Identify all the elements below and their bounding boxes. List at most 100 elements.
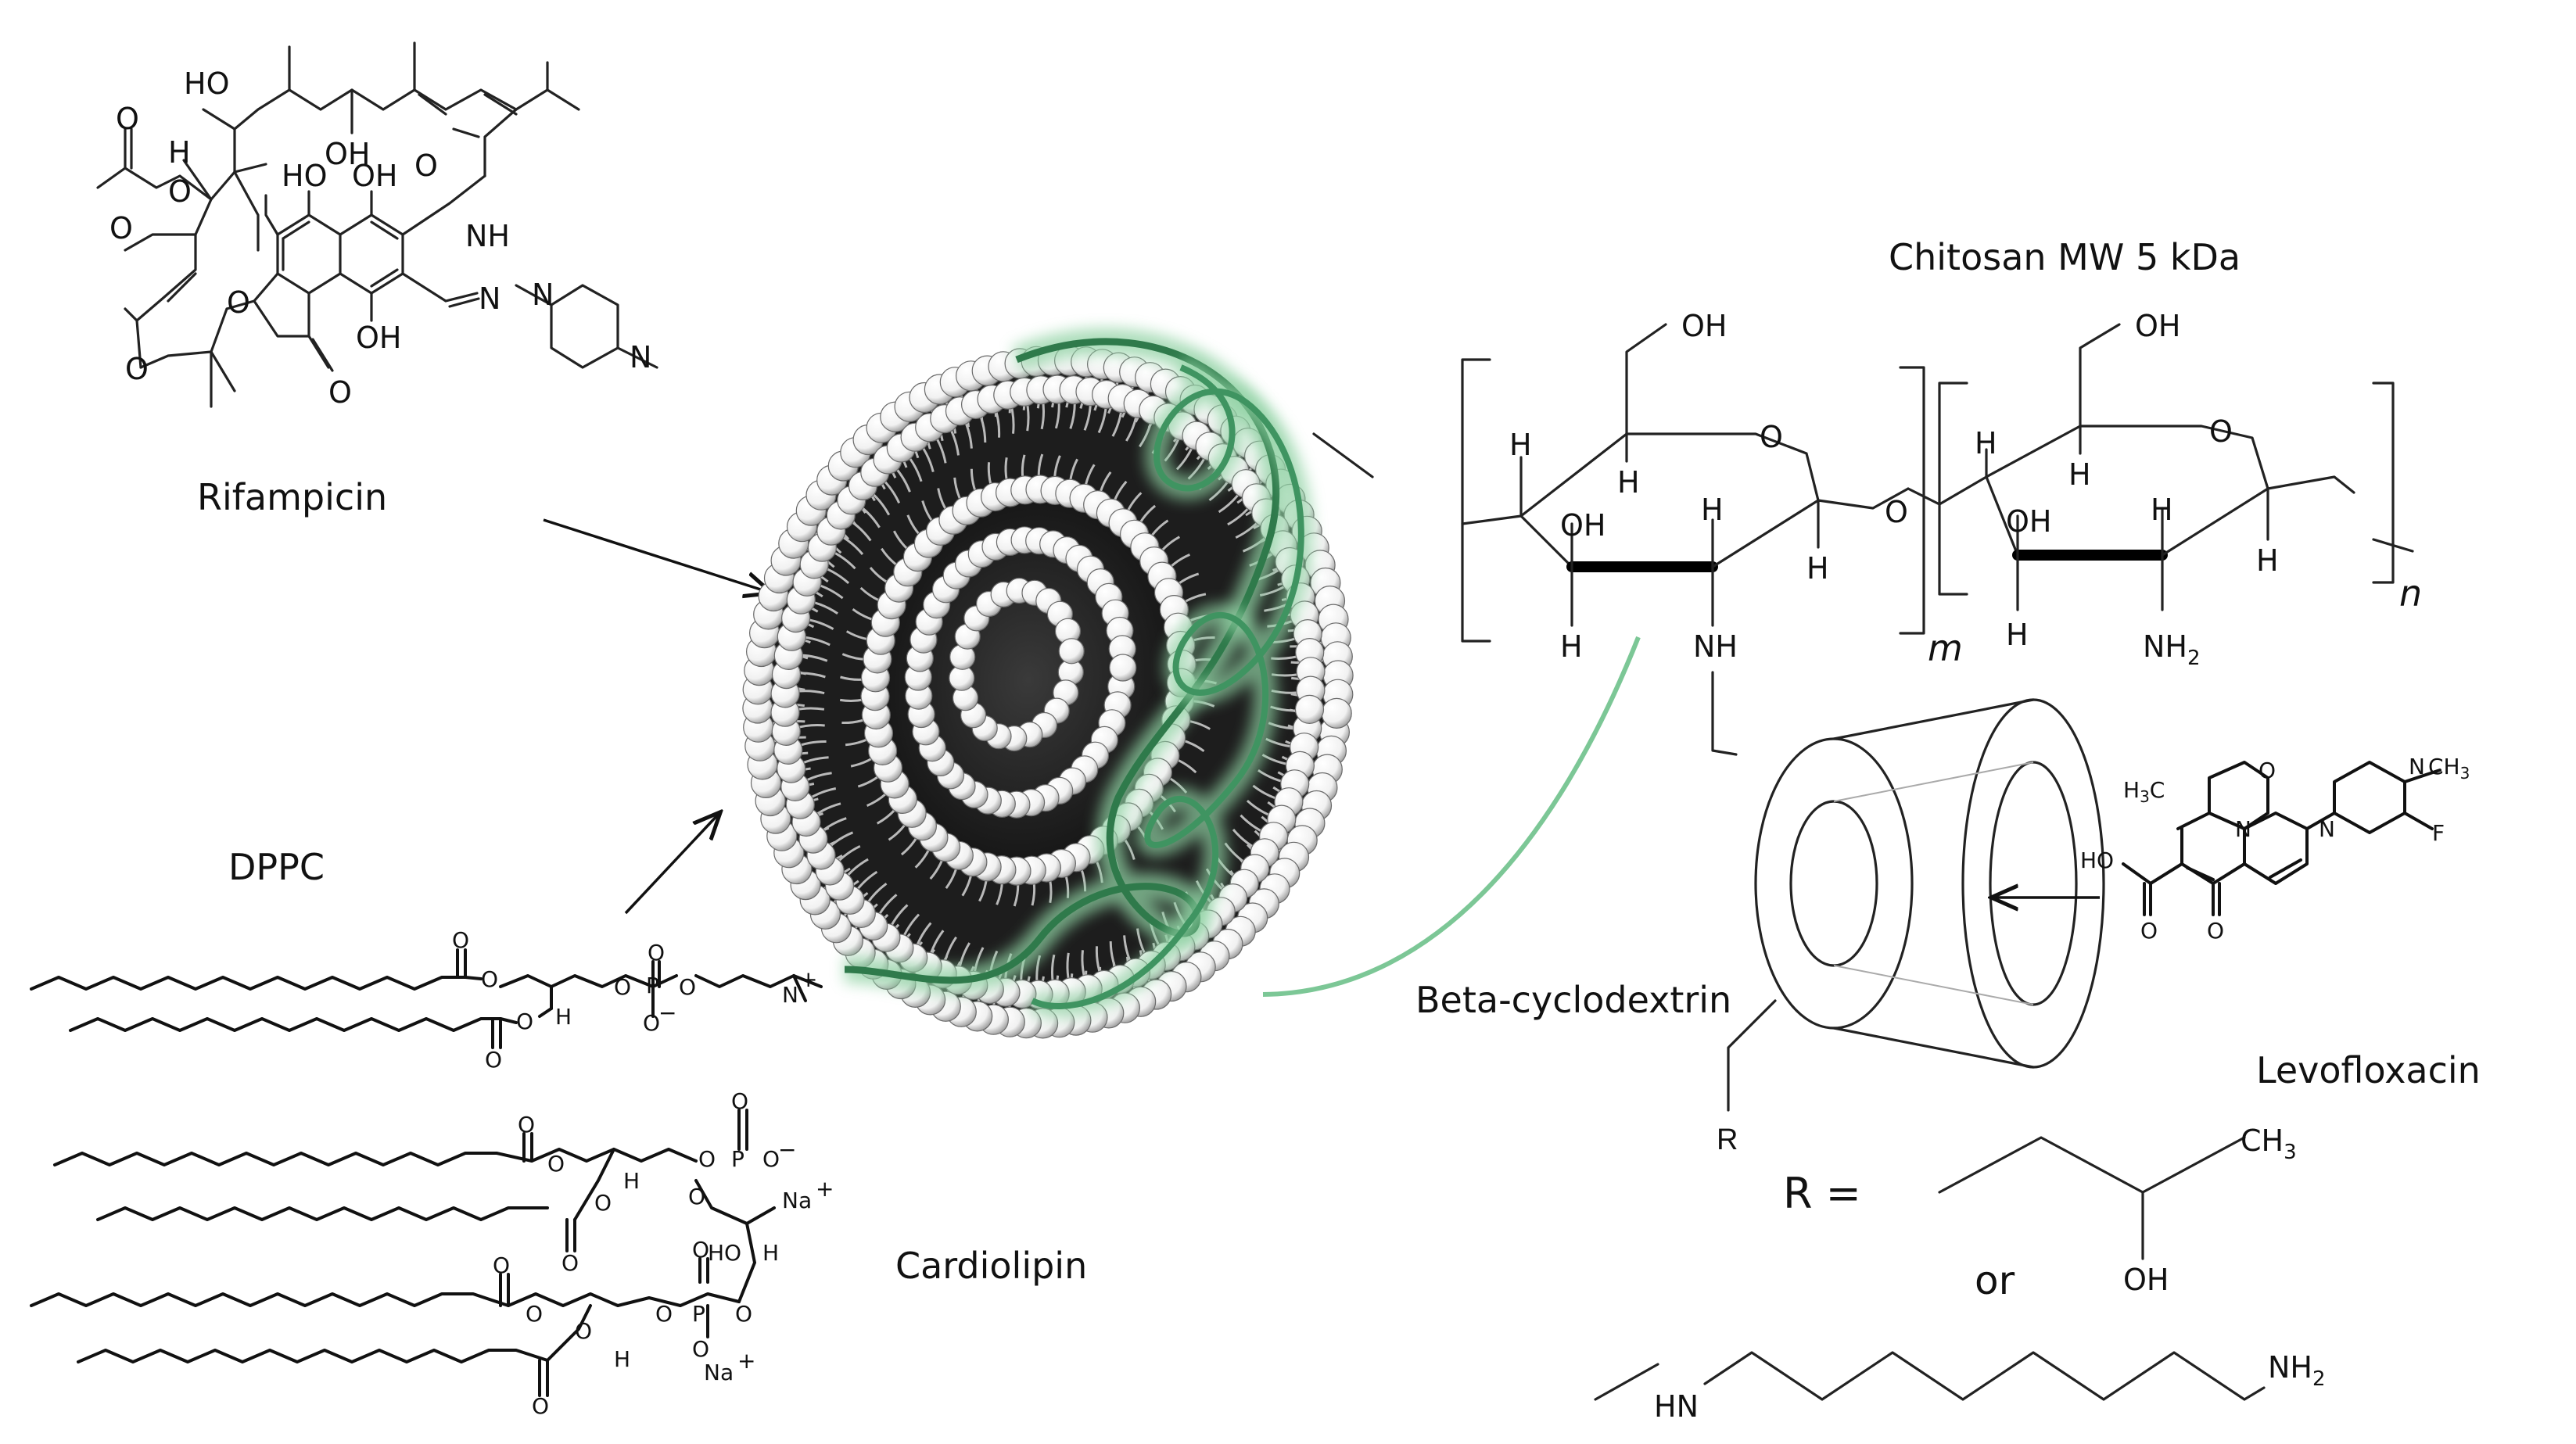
- atom-o: O: [485, 1047, 502, 1073]
- atom-o: O: [1885, 495, 1908, 529]
- atom-n: N: [2319, 816, 2335, 842]
- subscript-n: n: [2399, 572, 2422, 615]
- atom-o: O: [414, 149, 438, 183]
- atom-oh: OH: [1681, 309, 1727, 343]
- atom-nh2: NH2: [2143, 629, 2201, 670]
- atom-o: O: [731, 1088, 748, 1114]
- atom-nh: NH: [1693, 629, 1738, 664]
- chitosan-coating: [844, 328, 1313, 1018]
- atom-n: N: [630, 340, 651, 374]
- or-label: or: [1975, 1258, 2015, 1303]
- atom-h: H: [2006, 618, 2029, 652]
- atom-minus: −: [658, 1000, 676, 1026]
- atom-hn: HN: [1654, 1389, 1699, 1424]
- beta-cyclodextrin-structure: R Beta-cyclodextrin: [1415, 698, 2105, 1156]
- atom-h: H: [1701, 493, 1724, 527]
- atom-plus: +: [737, 1348, 755, 1374]
- atom-o: O: [116, 102, 139, 136]
- atom-h: H: [1975, 426, 1997, 460]
- atom-na: Na: [782, 1188, 812, 1213]
- atom-o: O: [614, 974, 631, 1000]
- atom-plus: +: [799, 966, 817, 992]
- atom-ho: HO: [184, 66, 229, 101]
- arrow-dppc: [624, 813, 719, 915]
- atom-p: P: [692, 1301, 705, 1327]
- cardiolipin-structure: O O O O H O O P O − Na + O HO H O O O O …: [30, 1088, 1087, 1419]
- atom-h: H: [1806, 551, 1829, 586]
- atom-o: O: [547, 1151, 565, 1177]
- atom-h: H: [2068, 457, 2091, 492]
- cardiolipin-label: Cardiolipin: [895, 1245, 1087, 1287]
- atom-o: O: [594, 1190, 612, 1216]
- atom-minus: −: [778, 1137, 796, 1163]
- atom-n: N: [782, 982, 798, 1008]
- atom-f: F: [2432, 820, 2445, 846]
- atom-n: N: [2409, 754, 2425, 779]
- atom-h: H: [614, 1346, 630, 1372]
- atom-o: O: [481, 966, 498, 992]
- r-equals-label: R =: [1783, 1169, 1861, 1218]
- atom-o: O: [2207, 918, 2224, 944]
- atom-o: O: [2258, 758, 2276, 783]
- rifampicin-structure: HO OH HO OH OH H O O O O O O O NH N N N …: [96, 41, 658, 518]
- atom-o: O: [1760, 420, 1783, 454]
- atom-ho: HO: [708, 1240, 741, 1266]
- levofloxacin-structure: H3C O N N N CH3 F HO O O Levofloxacin: [2080, 754, 2481, 1091]
- atom-h3c: H3C: [2123, 777, 2165, 806]
- atom-o: O: [762, 1146, 780, 1172]
- atom-o: O: [516, 1009, 533, 1034]
- atom-n: N: [479, 281, 500, 316]
- atom-oh: OH: [1560, 508, 1606, 543]
- atom-o: O: [648, 940, 665, 966]
- atom-o: O: [2140, 918, 2158, 944]
- atom-na: Na: [704, 1360, 734, 1385]
- liposome: [742, 328, 1354, 1039]
- chitosan-structure: Chitosan MW 5 kDa OH O H: [1312, 236, 2422, 756]
- atom-h: H: [555, 1004, 572, 1030]
- atom-h: H: [623, 1168, 640, 1194]
- atom-n: N: [2235, 816, 2251, 842]
- atom-o: O: [125, 352, 149, 386]
- atom-p: P: [646, 973, 659, 998]
- atom-o: O: [109, 211, 133, 245]
- atom-o: O: [692, 1237, 709, 1263]
- atom-h: H: [762, 1240, 779, 1266]
- atom-ho: HO: [282, 159, 327, 193]
- atom-h: H: [2256, 543, 2279, 578]
- chitosan-label: Chitosan MW 5 kDa: [1889, 236, 2241, 278]
- atom-nh2: NH2: [2268, 1350, 2326, 1391]
- arrow-rifampicin: [543, 518, 770, 593]
- atom-o: O: [518, 1112, 535, 1138]
- dppc-structure: O O O O H O O P O − O N +: [30, 927, 823, 1073]
- atom-o: O: [328, 375, 352, 410]
- atom-nh: NH: [465, 219, 510, 253]
- atom-h: H: [1617, 465, 1640, 500]
- atom-h: H: [2151, 493, 2173, 527]
- atom-o: O: [735, 1301, 752, 1327]
- liposome-headgroups: [742, 345, 1354, 1039]
- atom-o: O: [493, 1252, 510, 1278]
- atom-o: O: [561, 1250, 579, 1276]
- atom-oh: OH: [352, 159, 397, 193]
- atom-oh: OH: [2135, 309, 2180, 343]
- subscript-m: m: [1928, 627, 1963, 669]
- atom-oh: OH: [2006, 504, 2051, 539]
- atom-h: H: [168, 135, 191, 170]
- atom-o: O: [679, 974, 696, 1000]
- atom-o: O: [526, 1301, 543, 1327]
- atom-oh: OH: [356, 321, 401, 355]
- rifampicin-label: Rifampicin: [197, 476, 387, 518]
- atom-h: H: [1560, 629, 1583, 664]
- atom-ch3: CH3: [2428, 754, 2470, 783]
- atom-p: P: [731, 1146, 744, 1172]
- atom-r: R: [1717, 1123, 1738, 1156]
- atom-o: O: [2209, 414, 2233, 449]
- atom-oh: OH: [325, 137, 370, 171]
- atom-ho: HO: [2080, 847, 2114, 873]
- atom-o: O: [698, 1146, 716, 1172]
- atom-o: O: [168, 174, 192, 209]
- atom-n: N: [532, 278, 554, 312]
- chitosan-link-curve: [1262, 636, 1641, 997]
